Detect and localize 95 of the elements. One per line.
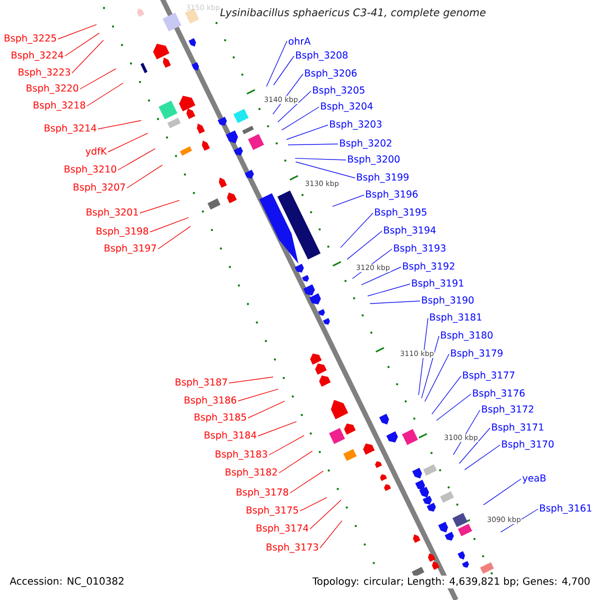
leader-line [258, 421, 297, 436]
leader-line [340, 212, 374, 248]
gene-label: yeaB [522, 474, 546, 484]
leader-line [332, 194, 364, 207]
gene-label: ydfK [86, 147, 107, 157]
gene-label: Bsph_3206 [305, 69, 357, 79]
gene-label: Bsph_3196 [366, 190, 418, 200]
leader-line [248, 400, 286, 418]
leader-line [281, 106, 320, 130]
leader-line [295, 162, 356, 178]
gene-label: Bsph_3176 [473, 389, 525, 399]
leader-line [370, 300, 420, 304]
leader-line [98, 120, 142, 130]
leader-line [72, 40, 104, 74]
title: Lysinibacillus sphaericus C3-41, complete genome [219, 7, 487, 20]
leader-line [86, 82, 124, 106]
gene-label: Bsph_3194 [384, 226, 436, 236]
gene-label: Bsph_3179 [451, 349, 503, 359]
gene-label: Bsph_3191 [412, 279, 464, 289]
leader-line [483, 478, 522, 506]
gene-label: Bsph_3210 [64, 165, 116, 175]
gene-label: Bsph_3201 [86, 208, 138, 218]
leader-line [118, 148, 156, 170]
leader-line [458, 428, 490, 464]
leader-line [58, 24, 97, 40]
leader-line [421, 336, 440, 399]
gene-label: Bsph_3218 [34, 101, 86, 111]
leader-line [300, 497, 328, 512]
gene-label: Bsph_3190 [422, 296, 474, 306]
leader-line [432, 376, 462, 415]
gene-label: Bsph_3207 [74, 183, 125, 193]
gene-label: Bsph_3202 [340, 139, 392, 149]
leader-line [436, 394, 472, 421]
leader-line [464, 444, 500, 470]
leader-line [150, 217, 189, 232]
leader-line [158, 226, 191, 250]
gene-label: Bsph_3197 [104, 244, 156, 254]
gene-label: Bsph_3178 [236, 488, 288, 498]
leader-line [80, 68, 116, 90]
gene-label: Bsph_3173 [266, 543, 318, 553]
leader-line [140, 200, 180, 214]
leader-line [360, 266, 402, 286]
gene-label: Bsph_3185 [194, 413, 246, 423]
gene-label: Bsph_3174 [256, 524, 308, 534]
leader-line [273, 56, 294, 86]
leader-line [126, 164, 163, 188]
gene-label: Bsph_3181 [430, 313, 482, 323]
gene-label: Bsph_3183 [216, 450, 268, 460]
gene-label: Bsph_3175 [246, 506, 298, 516]
gene-label: Bsph_3195 [375, 208, 426, 218]
gene-label: Bsph_3186 [184, 396, 236, 406]
gene-label: Bsph_3180 [441, 331, 493, 341]
gene-label: Bsph_3224 [12, 51, 64, 61]
leader-line [238, 388, 279, 402]
gene-label: Bsph_3214 [44, 124, 96, 134]
gene-label: Bsph_3172 [482, 405, 534, 415]
leader-line [266, 40, 288, 87]
leader-line [268, 435, 304, 456]
gene-label: Bsph_3225 [4, 34, 56, 44]
leader-line [278, 90, 312, 122]
leader-line [278, 450, 313, 474]
gene-label: Bsph_3170 [502, 440, 554, 450]
leader-line [64, 32, 100, 56]
leader-line [228, 376, 274, 384]
gene-label: Bsph_3205 [313, 86, 364, 96]
gene-label: Bsph_3203 [330, 120, 382, 130]
gene-label: Bsph_3223 [18, 68, 70, 78]
leader-line [288, 144, 338, 146]
leader-line [418, 318, 428, 396]
gene-label: Bsph_3171 [492, 423, 544, 433]
gene-label: Bsph_3193 [394, 244, 446, 254]
leader-line [290, 470, 324, 494]
gene-label: Bsph_3208 [296, 51, 348, 61]
gene-label: Bsph_3184 [204, 431, 256, 441]
leader-line [424, 354, 450, 402]
leader-line [108, 132, 148, 152]
gene-label: Bsph_3182 [226, 468, 277, 478]
gene-label: Bsph_3177 [463, 371, 514, 381]
accession-label: Accession: NC_010382 [8, 576, 126, 588]
gene-label: Bsph_3220 [26, 84, 78, 94]
gene-label: Bsph_3198 [96, 227, 148, 237]
summary-label: Topology: circular; Length: 4,639,821 bp; Genes: 4,700 [310, 576, 592, 588]
gene-label: Bsph_3200 [348, 155, 400, 165]
gene-label: Bsph_3161 [540, 504, 592, 514]
gene-label: Bsph_3204 [321, 102, 373, 112]
leader-line [294, 158, 346, 160]
leader-line [286, 124, 328, 140]
gene-label: Bsph_3187 [176, 378, 227, 388]
leader-line [346, 230, 382, 260]
gene-label: ohrA [288, 37, 311, 45]
gene-label: Bsph_3192 [403, 262, 454, 272]
leader-line [310, 500, 342, 530]
leader-line [320, 520, 342, 548]
leader-line [367, 284, 410, 296]
gene-label: Bsph_3199 [357, 173, 409, 183]
